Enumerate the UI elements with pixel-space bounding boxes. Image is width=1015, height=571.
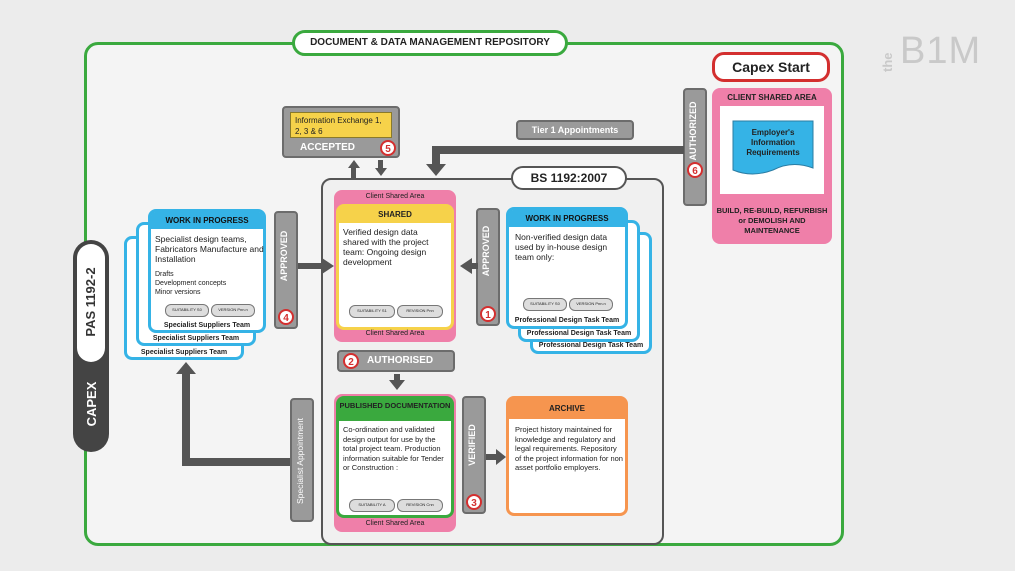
authorized-pill: AUTHORIZED 6 — [683, 88, 707, 206]
wip-left-team-1: Specialist Suppliers Team — [163, 322, 251, 329]
pas-box: PAS 1192-2 — [77, 244, 105, 362]
verified-label: VERIFIED — [467, 424, 477, 466]
approved-right-pill: APPROVED 1 — [476, 208, 500, 326]
shared-suitability-tag: SUITABILITY S1 — [349, 305, 395, 318]
wip-right-team-2: Professional Design Task Team — [526, 330, 632, 337]
wip-left-team-3: Specialist Suppliers Team — [140, 349, 228, 356]
archive-title: ARCHIVE — [509, 399, 625, 419]
document-shape-icon — [732, 120, 814, 175]
wip-left-list: Drafts Development concepts Minor versio… — [155, 270, 265, 297]
archive-text: Project history maintained for knowledge… — [515, 425, 623, 472]
wip-left-team-2: Specialist Suppliers Team — [152, 335, 240, 342]
b1m-logo: the B1M — [880, 30, 990, 78]
specialist-appointment-label: Specialist Appointment — [295, 418, 305, 504]
wip-right-version-tag: VERSION Pnn.n — [569, 298, 613, 311]
wip-right-team-3: Professional Design Task Team — [538, 342, 644, 349]
published-title: PUBLISHED DOCUMENTATION — [339, 399, 451, 421]
authorised-pill: 2 AUTHORISED — [337, 350, 455, 372]
wip-left-title: WORK IN PROGRESS — [151, 212, 263, 229]
wip-right-card: WORK IN PROGRESS Non-verified design dat… — [506, 207, 628, 329]
logo-the: the — [880, 52, 895, 73]
wip-left-version-tag: VERSION Pnn.n — [211, 304, 255, 317]
shared-area: Client Shared Area SHARED Verified desig… — [334, 190, 456, 342]
client-shared-area: CLIENT SHARED AREA Employer's Informatio… — [712, 88, 832, 244]
step-3-badge: 3 — [466, 494, 482, 510]
step-5-badge: 5 — [380, 140, 396, 156]
approved-right-label: APPROVED — [481, 225, 491, 277]
wip-left-list-item: Minor versions — [155, 289, 201, 296]
shared-bottom-label: Client Shared Area — [365, 330, 425, 337]
published-area: PUBLISHED DOCUMENTATION Co-ordination an… — [334, 394, 456, 532]
approved-left-label: APPROVED — [279, 230, 289, 282]
wip-right-team-1: Professional Design Task Team — [514, 317, 620, 324]
archive-card: ARCHIVE Project history maintained for k… — [506, 396, 628, 516]
eir-label: Employer's Information Requirements — [746, 128, 800, 157]
step-1-badge: 1 — [480, 306, 496, 322]
published-revision-tag: REVISION Cnn — [397, 499, 443, 512]
shared-revision-tag: REVISION Pnn — [397, 305, 443, 318]
tier1-label: Tier 1 Appointments — [516, 120, 634, 140]
shared-top-label: Client Shared Area — [365, 193, 425, 200]
wip-left-suitability-tag: SUITABILITY S0 — [165, 304, 209, 317]
authorised-label: AUTHORISED — [367, 355, 434, 366]
information-exchange-label: Information Exchange 1, 2, 3 & 6 — [290, 112, 392, 138]
verified-pill: VERIFIED 3 — [462, 396, 486, 514]
wip-right-title: WORK IN PROGRESS — [509, 210, 625, 227]
step-6-badge: 6 — [687, 162, 703, 178]
published-suitability-tag: SUITABILITY A — [349, 499, 395, 512]
step-4-badge: 4 — [278, 309, 294, 325]
wip-left-list-item: Development concepts — [155, 280, 227, 287]
step-2-badge: 2 — [343, 353, 359, 369]
bs1192-title: BS 1192:2007 — [511, 166, 627, 190]
published-bottom-label: Client Shared Area — [365, 520, 425, 527]
tier1-arrow — [432, 146, 684, 154]
wip-left-text: Specialist design teams, Fabricators Man… — [155, 234, 264, 264]
shared-text: Verified design data shared with the pro… — [343, 227, 429, 267]
shared-title: SHARED — [339, 207, 451, 223]
wip-right-suitability-tag: SUITABILITY S0 — [523, 298, 567, 311]
accepted-label: ACCEPTED — [300, 142, 356, 153]
specialist-appointment-pill: Specialist Appointment — [290, 398, 314, 522]
specialist-arrow — [182, 458, 290, 466]
published-text: Co-ordination and validated design outpu… — [343, 425, 444, 472]
capex-start-badge: Capex Start — [712, 52, 830, 82]
wip-left-list-item: Drafts — [155, 271, 174, 278]
client-shared-area-title: CLIENT SHARED AREA — [727, 93, 817, 102]
logo-bim: B1M — [900, 30, 982, 72]
repository-title: DOCUMENT & DATA MANAGEMENT REPOSITORY — [292, 30, 568, 56]
wip-left-card: WORK IN PROGRESS Specialist design teams… — [148, 209, 266, 333]
pas-label: PAS 1192-2 — [83, 267, 98, 337]
wip-right-text: Non-verified design data used by in-hous… — [515, 232, 608, 262]
client-shared-area-footer: BUILD, RE-BUILD, REFURBISH or DEMOLISH A… — [716, 206, 828, 235]
accepted-box: Information Exchange 1, 2, 3 & 6 ACCEPTE… — [282, 106, 400, 158]
capex-label: CAPEX — [84, 381, 99, 427]
approved-left-pill: APPROVED 4 — [274, 211, 298, 329]
